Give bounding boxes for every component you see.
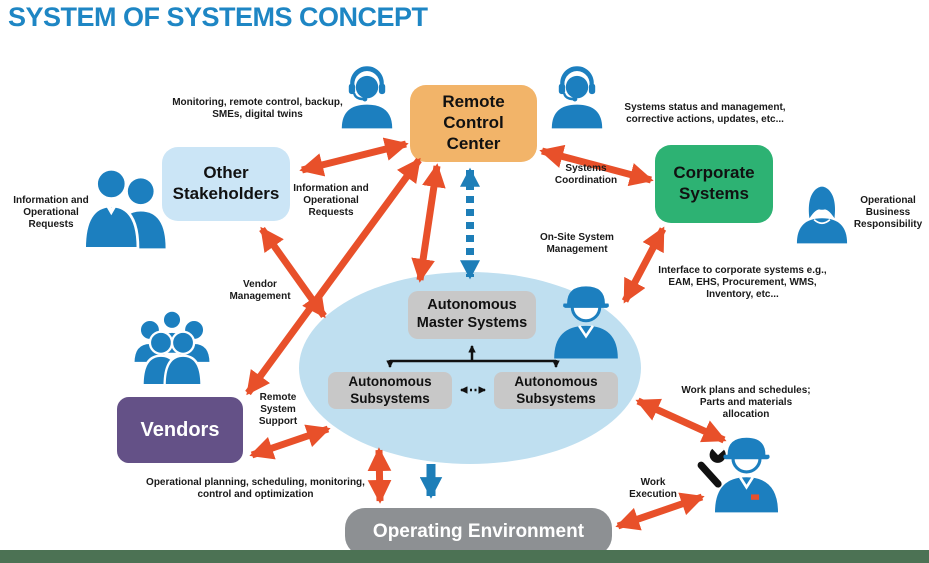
arrow-worker-operating-env (615, 492, 705, 531)
node-autonomous-master-systems: Autonomous Master Systems (408, 291, 536, 339)
arrow-rcc-ellipse (411, 163, 446, 283)
label-interface-corporate: Interface to corporate systems e.g., EAM… (658, 265, 827, 300)
arrow-rcc-vendors (245, 157, 422, 396)
label-operational-business-responsibility: Operational Business Responsibility (853, 195, 923, 230)
node-vendors: Vendors (117, 397, 243, 463)
arrow-stakeholders-rcc (299, 137, 409, 177)
label-systems-status: Systems status and management, correctiv… (624, 102, 786, 125)
label-onsite-system-management: On-Site System Management (540, 232, 614, 255)
label-operational-planning: Operational planning, scheduling, monito… (146, 477, 365, 500)
call-center-agent-right-icon (551, 66, 603, 129)
page-title: SYSTEM OF SYSTEMS CONCEPT (8, 2, 428, 32)
business-woman-icon (796, 186, 848, 244)
label-work-plans: Work plans and schedules; Parts and mate… (681, 385, 811, 420)
site-engineer-icon (554, 286, 618, 359)
label-information-requests-mid: Information and Operational Requests (293, 183, 369, 218)
node-autonomous-subsystems-right: Autonomous Subsystems (494, 372, 618, 409)
footer-strip (0, 550, 929, 563)
arrow-corporate-ellipse (621, 226, 667, 304)
node-operating-environment: Operating Environment (345, 508, 612, 556)
label-vendor-management: Vendor Management (229, 279, 291, 302)
arrow-rcc-corporate (539, 144, 654, 187)
stakeholders-icon (83, 167, 166, 250)
vendors-crowd-icon (132, 309, 212, 387)
label-information-requests-left: Information and Operational Requests (13, 195, 89, 230)
arrow-vendors-ellipse (249, 424, 331, 460)
arrow-stakeholders-ellipse (259, 226, 327, 319)
label-work-execution: Work Execution (629, 477, 677, 500)
field-worker-icon (697, 437, 778, 513)
arrow-ellipse-operating-env-orange (367, 447, 392, 504)
label-remote-system-support: Remote System Support (258, 392, 298, 427)
wrench-icon (697, 443, 726, 488)
node-corporate-systems: Corporate Systems (655, 145, 773, 223)
label-systems-coordination: Systems Coordination (554, 163, 618, 186)
arrow-ellipse-worker (635, 397, 727, 444)
node-remote-control-center: Remote Control Center (410, 85, 537, 162)
label-monitoring: Monitoring, remote control, backup, SMEs… (172, 97, 343, 120)
call-center-agent-left-icon (341, 66, 393, 129)
